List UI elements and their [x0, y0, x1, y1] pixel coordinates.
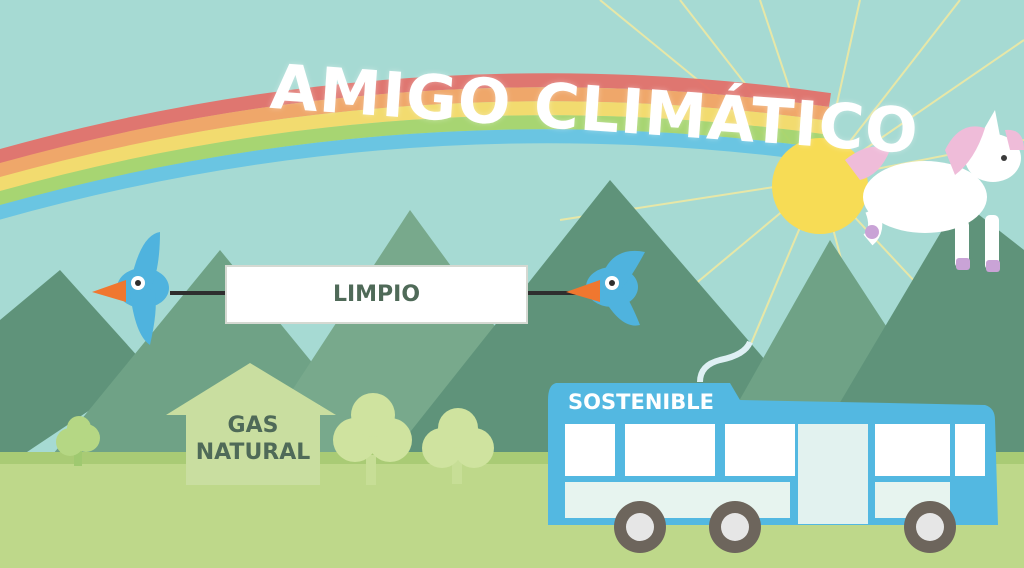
- banner-label: LIMPIO: [225, 265, 528, 324]
- bus-label: SOSTENIBLE: [568, 390, 714, 414]
- tree-icon: [422, 408, 494, 484]
- bus-icon: [548, 383, 998, 525]
- unicorn-icon: [845, 110, 1024, 272]
- tree-icon: [56, 416, 100, 466]
- rainbow-icon: [0, 73, 831, 220]
- house-icon: [166, 363, 336, 485]
- wheel-icon: [904, 501, 956, 553]
- bird-icon: [566, 250, 645, 326]
- wheel-icon: [614, 501, 666, 553]
- wheel-icon: [709, 501, 761, 553]
- house-label: GAS NATURAL: [195, 413, 311, 465]
- sun-icon: [772, 138, 868, 234]
- bird-icon: [92, 232, 169, 345]
- bus-exhaust: [697, 340, 753, 383]
- tree-icon: [333, 393, 412, 485]
